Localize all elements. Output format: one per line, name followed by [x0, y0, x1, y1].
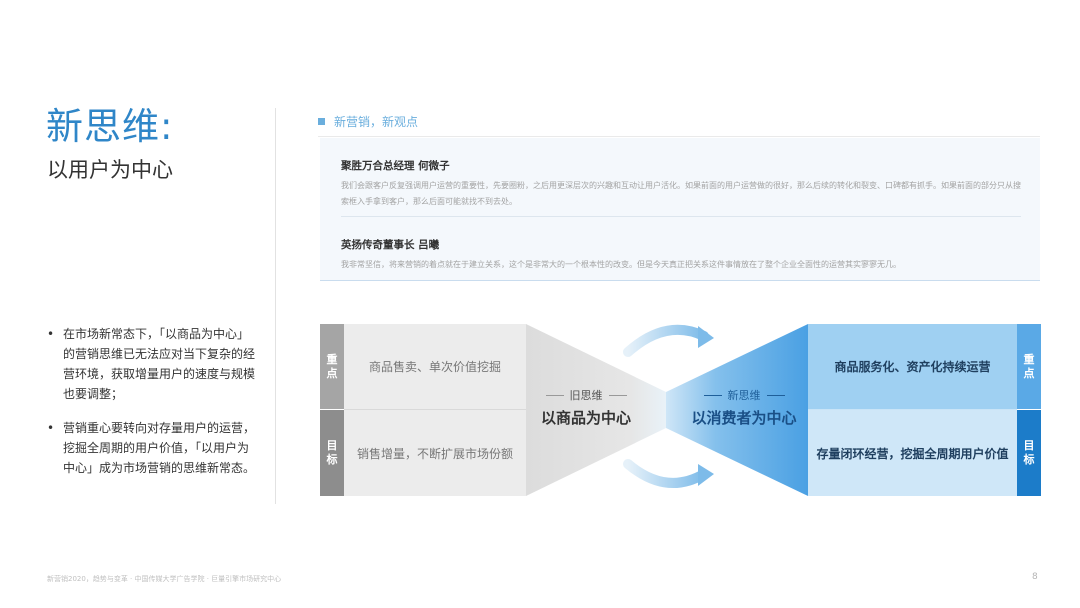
square-bullet-icon — [318, 118, 325, 125]
left-label-goal: 目 标 — [320, 410, 344, 496]
page-number: 8 — [1032, 572, 1038, 582]
right-label-focus: 重 点 — [1017, 324, 1041, 409]
diagram-graphics — [526, 324, 808, 496]
quote-author: 英扬传奇董事长 吕曦 — [341, 239, 440, 251]
bullet-item: 在市场新常态下，「以商品为中心」的营销思维已无法应对当下复杂的经营环境，获取增量… — [47, 324, 259, 404]
quote-author: 聚胜万合总经理 何微子 — [341, 160, 450, 172]
vertical-divider — [275, 108, 276, 504]
old-focus-cell: 商品售卖、单次价值挖掘 — [344, 324, 526, 410]
quote-item: 英扬传奇董事长 吕曦 我非常坚信，将来营销的着点就在于建立关系，这个是非常大的一… — [341, 237, 1021, 273]
right-label-goal: 目 标 — [1017, 410, 1041, 496]
bullet-item: 营销重心要转向对存量用户的运营，挖掘全周期的用户价值，「以用户为中心」成为市场营… — [47, 418, 259, 478]
new-mindset-title: 以消费者为中心 — [691, 409, 797, 427]
bottom-arrow-head-icon — [698, 464, 714, 486]
new-mindset-label: 新思维 — [680, 387, 808, 403]
bottom-arrow-icon — [623, 459, 709, 488]
mindset-diagram: 重 点 目 标 商品售卖、单次价值挖掘 销售增量，不断扩展市场份额 旧思维 以商… — [320, 324, 1042, 496]
quotes-panel: 聚胜万合总经理 何微子 我们会跟客户反复强调用户运营的重要性，先要圈粉，之后用更… — [320, 138, 1040, 281]
new-focus-cell: 商品服务化、资产化持续运营 — [808, 324, 1017, 410]
old-mindset-title: 以商品为中心 — [540, 409, 631, 427]
new-goal-cell: 存量闭环经营，挖掘全周期用户价值 — [808, 410, 1017, 496]
left-label-focus: 重 点 — [320, 324, 344, 409]
footer-source: 新营销2020，趋势与变革 · 中国传媒大学广告学院 · 巨量引擎市场研究中心 — [47, 575, 282, 583]
quotes-rule — [318, 136, 1040, 137]
quotes-heading-text: 新营销，新观点 — [334, 115, 419, 129]
top-arrow-head-icon — [698, 326, 714, 348]
new-funnel-shape — [666, 324, 808, 496]
page-subtitle: 以用户为中心 — [47, 158, 173, 182]
top-arrow-icon — [623, 324, 709, 357]
old-goal-cell: 销售增量，不断扩展市场份额 — [344, 410, 526, 496]
new-mindset: 新思维 以消费者为中心 — [680, 387, 808, 428]
old-mindset-label: 旧思维 — [526, 387, 646, 403]
quote-text: 我们会跟客户反复强调用户运营的重要性，先要圈粉，之后用更深层次的兴趣和互动让用户… — [341, 181, 1021, 206]
bullet-list: 在市场新常态下，「以商品为中心」的营销思维已无法应对当下复杂的经营环境，获取增量… — [47, 324, 259, 492]
quotes-heading: 新营销，新观点 — [318, 113, 418, 130]
quote-item: 聚胜万合总经理 何微子 我们会跟客户反复强调用户运营的重要性，先要圈粉，之后用更… — [341, 158, 1021, 210]
quote-separator — [341, 216, 1021, 217]
old-mindset: 旧思维 以商品为中心 — [526, 387, 646, 428]
quote-text: 我非常坚信，将来营销的着点就在于建立关系，这个是非常大的一个根本性的改变。但是今… — [341, 260, 901, 269]
old-funnel-shape — [526, 324, 666, 496]
page-title: 新思维: — [46, 105, 174, 148]
